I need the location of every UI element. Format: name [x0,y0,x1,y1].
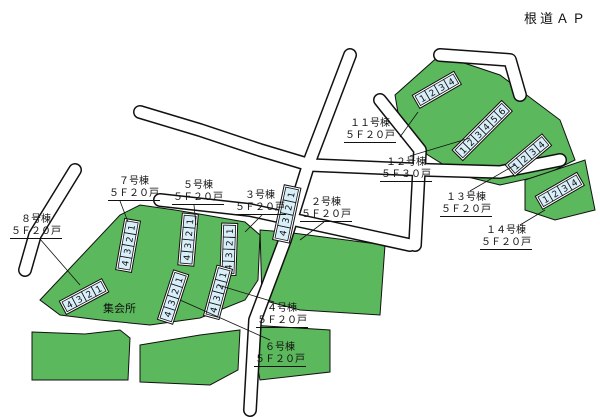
unit-number: 3 [123,248,134,255]
green-area-south [139,329,241,386]
unit-number: 2 [225,240,235,246]
leader-line [299,221,325,241]
unit-cell [170,271,187,288]
unit-number: 1 [127,224,138,231]
unit-number: 2 [185,230,195,237]
building-b3: 4 3 2 1 [219,222,239,277]
unit-number: 1 [174,276,185,285]
unit-number: 1 [186,219,196,226]
unit-number: 3 [474,130,485,141]
unit-number: 2 [215,283,226,291]
building-b4: 4 3 2 1 [202,264,234,321]
unit-number: 4 [482,122,493,133]
unit-number: 1 [219,271,230,279]
unit-number: 4 [537,140,548,152]
unit-number: 2 [466,138,477,149]
unit-number: 5 [489,114,500,125]
leader-line [119,200,129,223]
unit-number: 4 [183,254,193,261]
building-b6: 4 3 2 1 [156,269,190,325]
unit-number: 1 [94,284,104,296]
unit-cell [282,186,300,204]
unit-number: 1 [418,94,428,106]
unit-number: 4 [163,310,174,319]
unit-number: 3 [167,299,178,308]
leader-line [399,111,419,138]
leader-line [179,299,271,341]
unit-number: 4 [279,229,290,237]
unit-number: 1 [541,195,551,207]
unit-number: 2 [125,236,136,243]
unit-number: 4 [65,300,75,312]
leader-line [409,137,471,157]
unit-cell [493,102,511,120]
unit-number: 1 [511,161,522,172]
leader-line [469,164,516,192]
unit-number: 4 [447,77,457,89]
leader-line [244,214,263,233]
unit-number: 2 [551,189,561,201]
unit-cell [123,220,139,236]
unit-number: 4 [225,264,235,270]
unit-number: 3 [281,217,292,225]
unit-number: 3 [225,252,235,258]
unit-number: 3 [75,295,85,307]
unit-number: 2 [428,88,438,100]
leader-line [519,209,546,226]
unit-cell [214,267,231,283]
building-b5: 4 3 2 1 [177,212,199,267]
unit-number: 3 [560,184,570,196]
leader-line [217,284,275,303]
leader-line [39,238,81,286]
unit-number: 4 [121,259,132,267]
unit-number: 2 [171,288,182,297]
unit-cell [532,136,550,153]
unit-number: 4 [209,306,220,314]
unit-number: 1 [458,145,469,156]
unit-number: 3 [528,147,539,158]
unit-cell [566,174,583,191]
unit-number: 1 [287,191,298,199]
unit-number: 2 [284,204,295,212]
unit-cell [90,280,107,297]
unit-number: 1 [226,228,236,234]
unit-number: 2 [85,290,95,302]
assembly-hall-label: 集会所 [103,302,136,315]
unit-number: 3 [184,242,194,249]
unit-number: 3 [437,83,447,95]
unit-cell [222,224,237,238]
building-b2: 4 3 2 1 [272,184,302,244]
unit-number: 2 [520,154,531,165]
unit-number: 4 [570,178,580,190]
unit-number: 3 [212,294,223,302]
unit-number: 6 [497,106,508,117]
green-area-south-west [31,329,131,381]
leader-line [193,204,197,226]
unit-cell [443,73,460,90]
map-title: 根道ＡＰ [523,12,588,27]
building-b7: 4 3 2 1 [115,217,142,273]
